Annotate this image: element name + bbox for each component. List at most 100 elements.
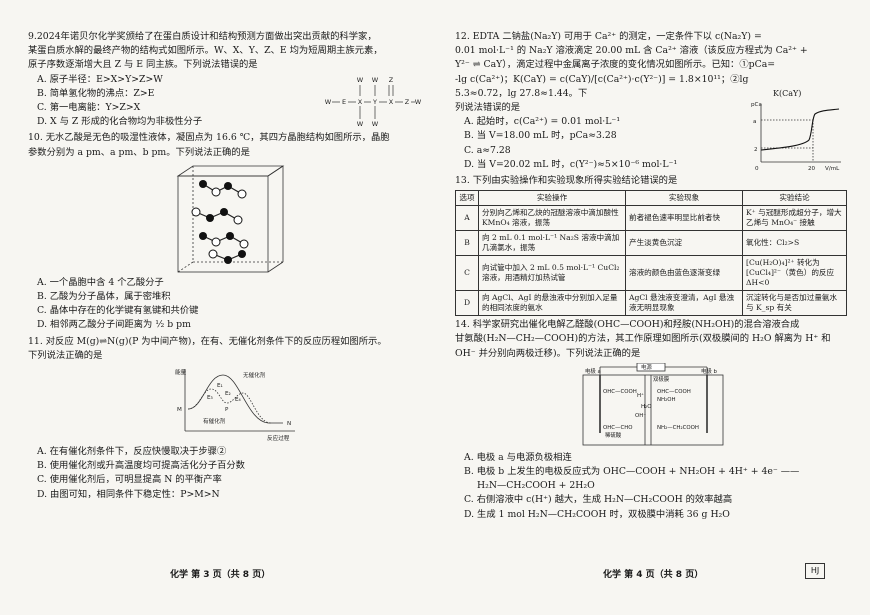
q10-stem-2: 参数分别为 a pm、a pm、b pm。下列说法正确的是 (28, 146, 250, 158)
table-cell: 产生淡黄色沉淀 (625, 230, 743, 257)
q12-option-d: D. 当 V=20.02 mL 时，c(Y²⁻)≈5×10⁻⁶ mol·L⁻¹ (464, 158, 678, 170)
table-cell: D (455, 290, 479, 317)
table-cell: K⁺ 与冠醚形成超分子，增大乙烯与 MnO₄⁻ 接触 (742, 205, 847, 232)
q11-e1: E₁ (217, 383, 223, 389)
q11-m: M (177, 407, 182, 413)
atom-w: W (325, 98, 332, 106)
q12-option-c: C. a≈7.28 (464, 144, 511, 156)
q12-0-tick: 0 (755, 166, 759, 172)
q14-electrolysis-cell-diagram: 电源 电极 a 电极 b 双极膜 OHC—COOH OHC—CHO 稀硫酸 OH… (582, 362, 724, 446)
right-page: 12. EDTA 二钠盐(Na₂Y) 可用于 Ca²⁺ 的测定，一定条件下以 c… (455, 30, 850, 524)
q14-option-b-line-1: B. 电极 b 上发生的电极反应式为 OHC—COOH + NH₂OH + 4H… (464, 466, 800, 478)
table-cell: AgCl 悬浊液变澄清，AgI 悬浊液无明显现象 (625, 290, 743, 317)
q12-stem-3: Y²⁻ ⇌ CaY），滴定过程中金属离子浓度的变化情况如图所示。已知：①pCa= (455, 59, 776, 71)
atom-e: E (342, 98, 346, 106)
q12-stem-1: 12. EDTA 二钠盐(Na₂Y) 可用于 Ca²⁺ 的测定，一定条件下以 c… (455, 31, 762, 42)
q13-experiment-table: 选项 实验操作 实验现象 实验结论 A 分别向乙烯和乙炔的冠醚溶液中滴加酸性 K… (455, 190, 847, 317)
q11-option-d: D. 由图可知，相同条件下稳定性：P>M>N (37, 488, 220, 500)
table-cell: 沉淀转化与是否加过量氨水与 K_sp 有关 (742, 290, 847, 317)
q14-right-3: NH₂—CH₂COOH (657, 425, 699, 431)
table-cell: C (455, 255, 479, 292)
q14-h-ion: H⁺ (637, 392, 644, 399)
q10-stem-1: 10. 无水乙酸是无色的吸湿性液体，凝固点为 16.6 ℃，其四方晶胞结构如图所… (28, 132, 390, 144)
q12-2-tick: 2 (754, 147, 758, 153)
q14-option-a: A. 电极 a 与电源负极相连 (464, 451, 572, 463)
q14-left-2: OHC—CHO (603, 425, 633, 431)
table-cell: B (455, 230, 479, 257)
atom-z-top: Z (389, 76, 394, 84)
q9-stem-3: 原子序数逐渐增大且 Z 与 E 同主族。下列说法错误的是 (28, 59, 258, 71)
table-cell: A (455, 205, 479, 232)
q11-ylabel: 能量 (175, 368, 187, 376)
table-header-row: 选项 实验操作 实验现象 实验结论 (455, 190, 847, 207)
q11-e2: E₂ (225, 391, 231, 397)
q11-e4: E₄ (235, 397, 242, 403)
table-row: B 向 2 mL 0.1 mol·L⁻¹ Na₂S 溶液中滴加几滴氯水，振荡 产… (455, 230, 847, 257)
q9-stem-1: 9.2024年诺贝尔化学奖颁给了在蛋白质设计和结构预测方面做出突出贡献的科学家， (28, 31, 377, 42)
q12-option-a: A. 起始时，c(Ca²⁺) = 0.01 mol·L⁻¹ (464, 116, 621, 128)
question-9: 9.2024年诺贝尔化学奖颁给了在蛋白质设计和结构预测方面做出突出贡献的科学家，… (28, 30, 423, 129)
q14-option-b-line-2: H₂N—CH₂COOH + 2H₂O (477, 480, 595, 492)
q14-option-c: C. 右侧溶液中 c(H⁺) 越大，生成 H₂N—CH₂COOH 的效率越高 (464, 494, 733, 506)
q12-kcay-label: K(CaY) (773, 89, 802, 98)
atom-w-top: W (357, 76, 364, 84)
q11-with-cat-label: 有催化剂 (203, 417, 226, 425)
table-row: C 向试管中加入 2 mL 0.5 mol·L⁻¹ CuCl₂ 溶液，用酒精灯加… (455, 255, 847, 292)
question-12: 12. EDTA 二钠盐(Na₂Y) 可用于 Ca²⁺ 的测定，一定条件下以 c… (455, 30, 850, 172)
atom-y: Y (372, 98, 377, 106)
table-cell: 向 2 mL 0.1 mol·L⁻¹ Na₂S 溶液中滴加几滴氯水，振荡 (478, 230, 626, 257)
table-header: 实验现象 (625, 190, 743, 207)
table-cell: 分别向乙烯和乙炔的冠醚溶液中滴加酸性 KMnO₄ 溶液，振荡 (478, 205, 626, 232)
q12-stem-5: 列说法错误的是 (455, 102, 521, 114)
q11-option-b: B. 使用催化剂或升高温度均可提高活化分子百分数 (37, 460, 245, 472)
atom-w-bottom-2: W (372, 120, 379, 128)
q14-stem-3: OH⁻ 并分别向两极迁移)。下列说法正确的是 (455, 347, 641, 359)
q10-option-d: D. 相邻两乙酸分子间距离为 ½ b pm (37, 319, 191, 331)
q14-right-1: OHC—COOH (657, 389, 691, 395)
q10-option-b: B. 乙酸为分子晶体，属于密堆积 (37, 291, 171, 303)
q13-stem: 13. 下列由实验操作和实验现象所得实验结论错误的是 (455, 175, 678, 187)
q14-right-2: NH₂OH (657, 397, 676, 403)
q11-option-a: A. 在有催化剂条件下，反应快慢取决于步骤② (37, 446, 227, 458)
q12-xlabel: V/mL (825, 166, 840, 172)
atom-w-bottom: W (357, 120, 364, 128)
q12-option-b: B. 当 V=18.00 mL 时，pCa≈3.28 (464, 130, 617, 142)
q14-electrode-a: 电极 a (585, 367, 601, 375)
q14-oh-ion: OH⁻ (635, 413, 646, 419)
table-cell: 前者褪色速率明显比前者快 (625, 205, 743, 232)
table-cell: [Cu(H₂O)₄]²⁺ 转化为 [CuCl₄]²⁻（黄色）的反应 ΔH<0 (742, 255, 847, 292)
q12-stem-2: 0.01 mol·L⁻¹ 的 Na₂Y 溶液滴定 20.00 mL 含 Ca²⁺… (455, 45, 808, 57)
q11-stem-2: 下列说法正确的是 (28, 349, 103, 361)
question-10: 10. 无水乙酸是无色的吸湿性液体，凝固点为 16.6 ℃，其四方晶胞结构如图所… (28, 131, 423, 332)
q11-stem-1: 11. 对反应 M(g)⇌N(g)(P 为中间产物)，在有、无催化剂条件下的反应… (28, 335, 387, 347)
q12-20-tick: 20 (808, 166, 816, 172)
q14-h2o: H₂O (641, 404, 651, 410)
q12-stem-4: -lg c(Ca²⁺)；K(CaY) = c(CaY)/[c(Ca²⁺)·c(Y… (455, 73, 749, 99)
atom-x-1: X (358, 98, 363, 106)
q14-electrode-b: 电极 b (701, 367, 717, 375)
question-13: 13. 下列由实验操作和实验现象所得实验结论错误的是 选项 实验操作 实验现象 … (455, 174, 850, 317)
question-14: 14. 科学家研究出催化电解乙醛酸(OHC—COOH)和羟胺(NH₂OH)的混合… (455, 318, 850, 522)
table-row: D 向 AgCl、AgI 的悬浊液中分别加入足量的相同浓度的氨水 AgCl 悬浊… (455, 290, 847, 317)
corner-mark: HJ (805, 563, 825, 579)
q12-ylabel: pCa (751, 102, 762, 108)
q11-e3: E₃ (207, 395, 213, 401)
q14-option-d: D. 生成 1 mol H₂N—CH₂COOH 时，双极膜中消耗 36 g H₂… (464, 508, 730, 520)
q10-crystal-cell-diagram (176, 165, 285, 273)
q12-a-tick: a (753, 119, 756, 125)
table-header: 实验操作 (478, 190, 626, 207)
table-cell: 氧化性：Cl₂>S (742, 230, 847, 257)
q10-option-c: C. 晶体中存在的化学键有氢键和共价键 (37, 305, 199, 317)
table-cell: 向 AgCl、AgI 的悬浊液中分别加入足量的相同浓度的氨水 (478, 290, 626, 317)
table-header: 实验结论 (742, 190, 847, 207)
q9-stem-2: 某蛋白质水解的最终产物的结构式如图所示。W、X、Y、Z、E 均为短周期主族元素， (28, 45, 383, 57)
q11-n: N (287, 421, 291, 427)
q11-energy-profile-diagram: 能量 反应过程 无催化剂 有催化剂 E₁ E₂ E₃ E₄ M N P (175, 368, 295, 442)
atom-w-end: W (415, 98, 422, 106)
q9-option-d: D. X 与 Z 形成的化合物均为非极性分子 (37, 116, 203, 128)
q11-option-c: C. 使用催化剂后，可明显提高 N 的平衡产率 (37, 474, 222, 486)
q12-titration-curve: pCa a 2 0 20 V/mL (751, 102, 841, 172)
q10-option-a: A. 一个晶胞中含 4 个乙酸分子 (37, 276, 164, 288)
atom-w-top-2: W (372, 76, 379, 84)
